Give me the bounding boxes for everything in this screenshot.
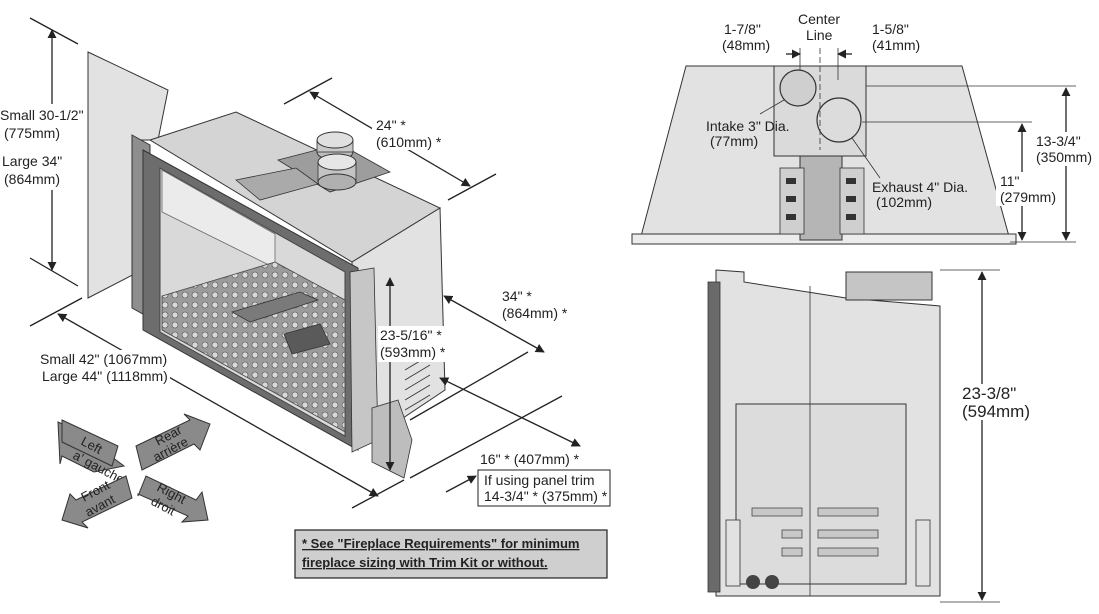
height-large-mm: (864mm) [4,171,60,187]
height-13-label: 13-3/4" [1036,133,1081,149]
intake-mm: (77mm) [710,133,758,149]
side-view-access-panel [735,403,907,585]
height-small-label: Small 30-1/2" [0,107,84,123]
side-view-front-edge [707,281,721,593]
panel-trim-box: If using panel trim 14-3/4" * (375mm) * [477,469,611,507]
arrow-rear: Rear arrière [135,413,211,471]
side-height-label: 23-3/8" [962,384,1016,403]
top-depth-mm: (610mm) * [376,134,442,150]
width-small-label: Small 42" (1067mm) [40,351,167,367]
bottom-depth-label: 16" * (407mm) * [480,451,580,467]
top-view: 1-7/8" (48mm) Center Line 1-5/8" (41mm) … [631,11,1098,245]
exhaust-circle [816,97,862,143]
intake-label: Intake 3" Dia. [706,118,790,134]
panel-trim-line1: If using panel trim [484,472,595,488]
arrow-left: Left a' gauche [57,419,127,487]
direction-arrows: Left a' gauche Rear arrière Front avant … [57,413,211,529]
width-dimension: Small 42" (1067mm) Large 44" (1118mm) [29,297,405,509]
height-dimension: Small 30-1/2" (775mm) Large 34" (864mm) [0,17,84,287]
width-large-label: Large 44" (1118mm) [42,368,168,384]
arrow-right: Right droit [137,475,209,523]
exhaust-mm: (102mm) [876,194,932,210]
center-line-label-1: Center [798,11,840,27]
main-fireplace-view [87,51,446,479]
note-line1: * See "Fireplace Requirements" for minim… [302,536,579,551]
height-11-label: 11" [1000,173,1020,189]
height-large-label: Large 34" [2,153,62,169]
note-line2: fireplace sizing with Trim Kit or withou… [302,555,548,570]
inner-height-label: 23-5/16" * [380,327,442,343]
top-depth-label: 24" * [376,117,406,133]
inner-height-mm: (593mm) * [380,344,446,360]
intake-circle [779,69,817,107]
right-offset-mm: (41mm) [872,37,920,53]
center-line-label-2: Line [806,27,833,43]
panel-trim-line2: 14-3/4" * (375mm) * [484,488,608,504]
inner-height-dimension: 23-5/16" * (593mm) * [378,277,450,471]
right-offset-label: 1-5/8" [872,21,909,37]
left-offset-label: 1-7/8" [724,21,761,37]
height-11-mm: (279mm) [1000,189,1056,205]
bottom-depth-dimension: 16" * (407mm) * [409,377,581,493]
exhaust-label: Exhaust 4" Dia. [872,179,968,195]
top-depth-dimension: 24" * (610mm) * [283,77,497,201]
left-offset-mm: (48mm) [722,37,770,53]
requirements-note: * See "Fireplace Requirements" for minim… [294,529,608,579]
side-depth-label: 34" * [502,288,532,304]
arrow-front: Front avant [61,475,133,529]
side-depth-dimension: 34" * (864mm) * [409,288,568,421]
side-view-slots [751,507,879,557]
side-depth-mm: (864mm) * [502,305,568,321]
center-channel [799,155,843,241]
side-view-collar [845,271,933,301]
height-small-mm: (775mm) [4,125,60,141]
side-height-mm: (594mm) [962,402,1030,421]
height-13-mm: (350mm) [1036,149,1092,165]
side-view: 23-3/8" (594mm) [707,269,1058,603]
